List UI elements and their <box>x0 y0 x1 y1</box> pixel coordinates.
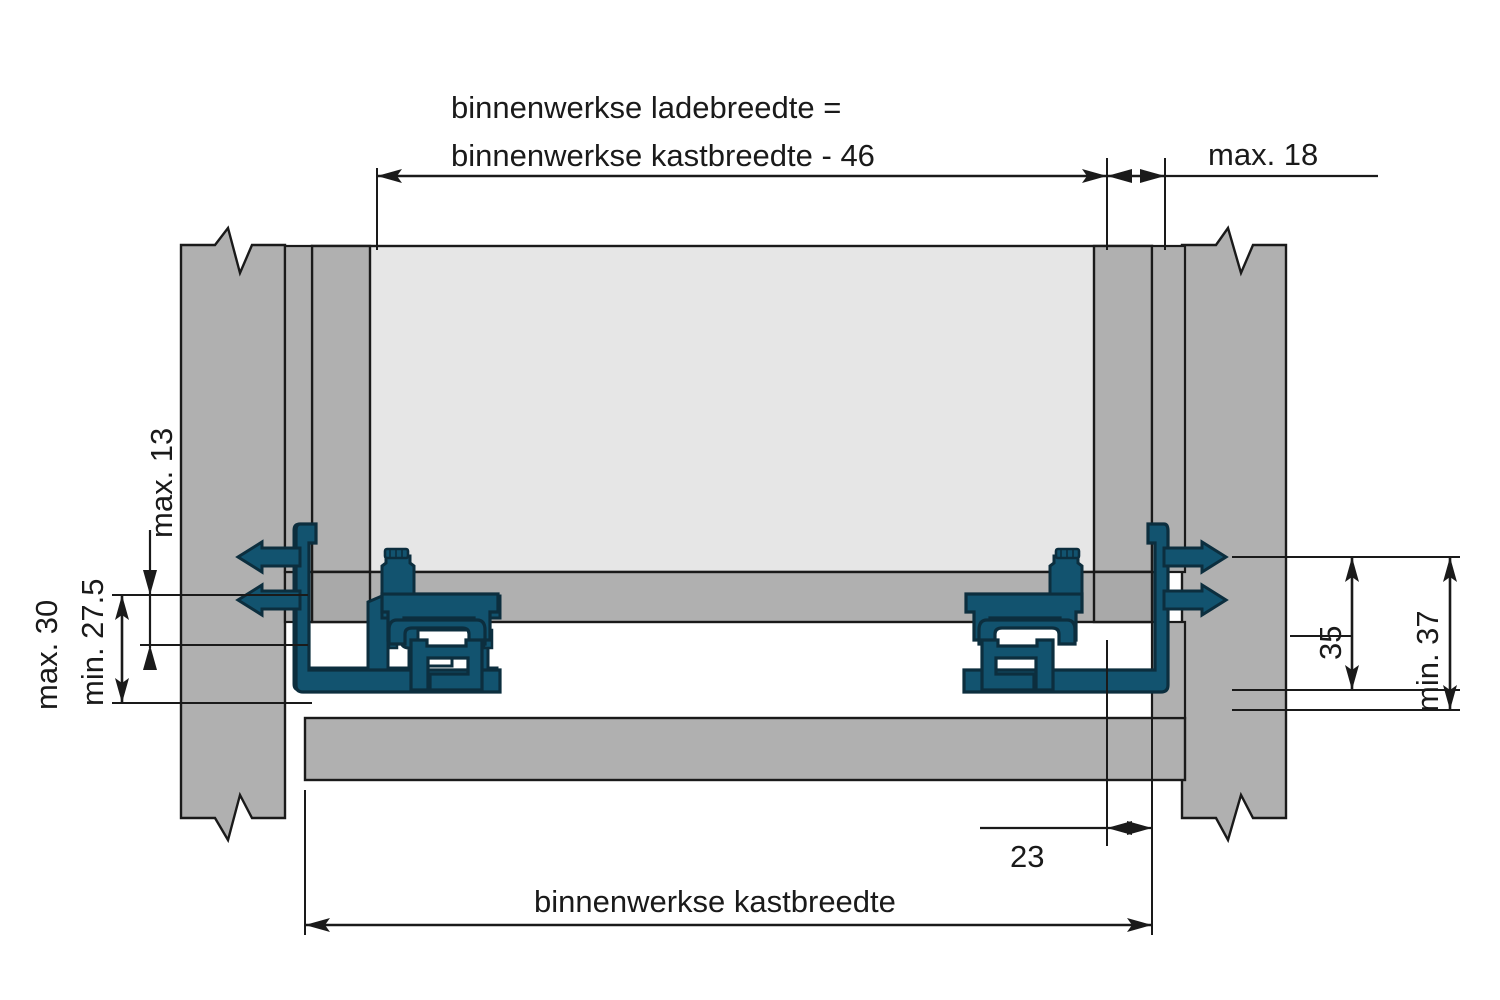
drawer-interior-panel <box>310 244 1154 574</box>
drawer-side-panel-right-lower <box>1092 570 1154 624</box>
drawer-side-panel-right <box>1092 244 1154 574</box>
dimension-bottom-23 <box>980 821 1152 835</box>
label-left-max30: max. 30 <box>29 600 64 710</box>
drawer-slide-profile-left-detail <box>294 522 502 694</box>
label-right-min37: min. 37 <box>1410 610 1445 712</box>
drawer-side-panel-left-lower <box>310 570 372 624</box>
label-top-main-line2: binnenwerkse kastbreedte - 46 <box>451 138 875 173</box>
label-right-35: 35 <box>1313 626 1348 660</box>
dimension-right-min37 <box>1232 557 1460 711</box>
drawer-slide-profile-right-detail <box>962 522 1170 694</box>
locking-device-right <box>1048 547 1084 596</box>
cabinet-side-panel-right <box>1180 225 1288 844</box>
cabinet-bottom-rail <box>303 716 1187 782</box>
label-top-main-line1: binnenwerkse ladebreedte = <box>451 90 841 125</box>
mounting-screw-left-upper <box>235 539 302 575</box>
label-bottom-main: binnenwerkse kastbreedte <box>534 884 896 919</box>
dimension-top-right-max18 <box>1107 169 1378 183</box>
cabinet-side-panel-left <box>179 225 287 844</box>
mounting-screw-right-lower <box>1162 582 1229 618</box>
drawer-side-panel-left <box>310 244 372 574</box>
locking-device-left <box>380 547 416 596</box>
mounting-screw-right-upper <box>1162 539 1229 575</box>
label-bottom-23: 23 <box>1010 839 1044 874</box>
label-left-max13: max. 13 <box>144 428 179 538</box>
mounting-screw-left-lower <box>235 582 302 618</box>
dimension-left-max13 <box>143 530 157 670</box>
label-top-right-max18: max. 18 <box>1208 137 1318 172</box>
label-left-min275: min. 27.5 <box>75 578 110 706</box>
